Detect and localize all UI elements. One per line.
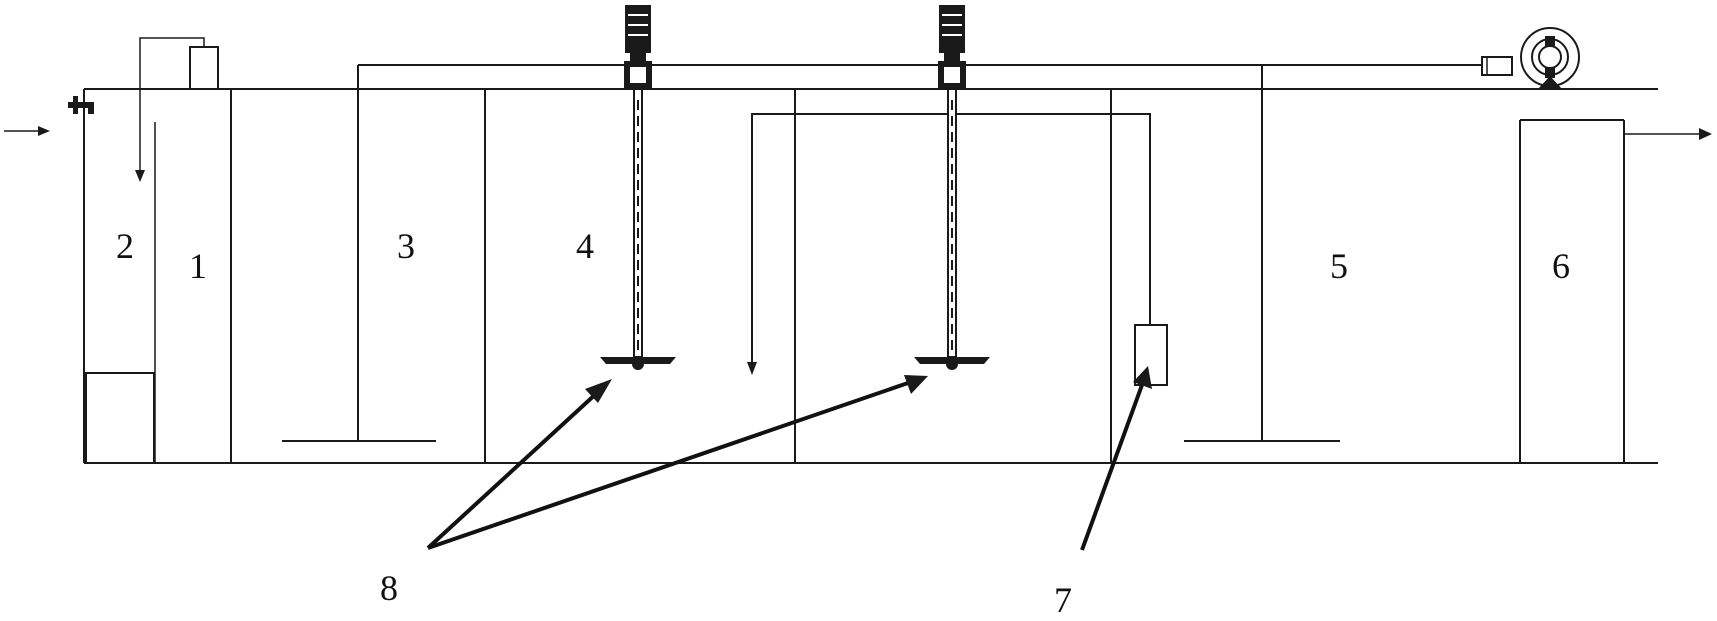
faucet-icon bbox=[68, 96, 94, 114]
tank-outline bbox=[83, 88, 1658, 464]
label-1: 1 bbox=[189, 246, 207, 286]
compartment-dividers bbox=[230, 89, 1112, 463]
label-5: 5 bbox=[1330, 246, 1348, 286]
label-2: 2 bbox=[116, 226, 134, 266]
label-4: 4 bbox=[576, 226, 594, 266]
dosing-box bbox=[135, 37, 219, 182]
callout-arrows bbox=[426, 366, 1152, 551]
label-7: 7 bbox=[1054, 580, 1072, 620]
mixer-1 bbox=[600, 5, 676, 370]
air-header-pipe bbox=[282, 64, 1482, 442]
mixer-2 bbox=[914, 5, 990, 370]
label-3: 3 bbox=[397, 226, 415, 266]
outlet-chamber bbox=[1519, 119, 1625, 463]
outlet-arrow bbox=[1624, 128, 1712, 140]
label-6: 6 bbox=[1552, 246, 1570, 286]
inlet-arrow bbox=[4, 126, 50, 136]
blower-icon bbox=[1481, 27, 1580, 89]
inlet-chamber bbox=[85, 122, 156, 464]
label-8: 8 bbox=[380, 568, 398, 608]
